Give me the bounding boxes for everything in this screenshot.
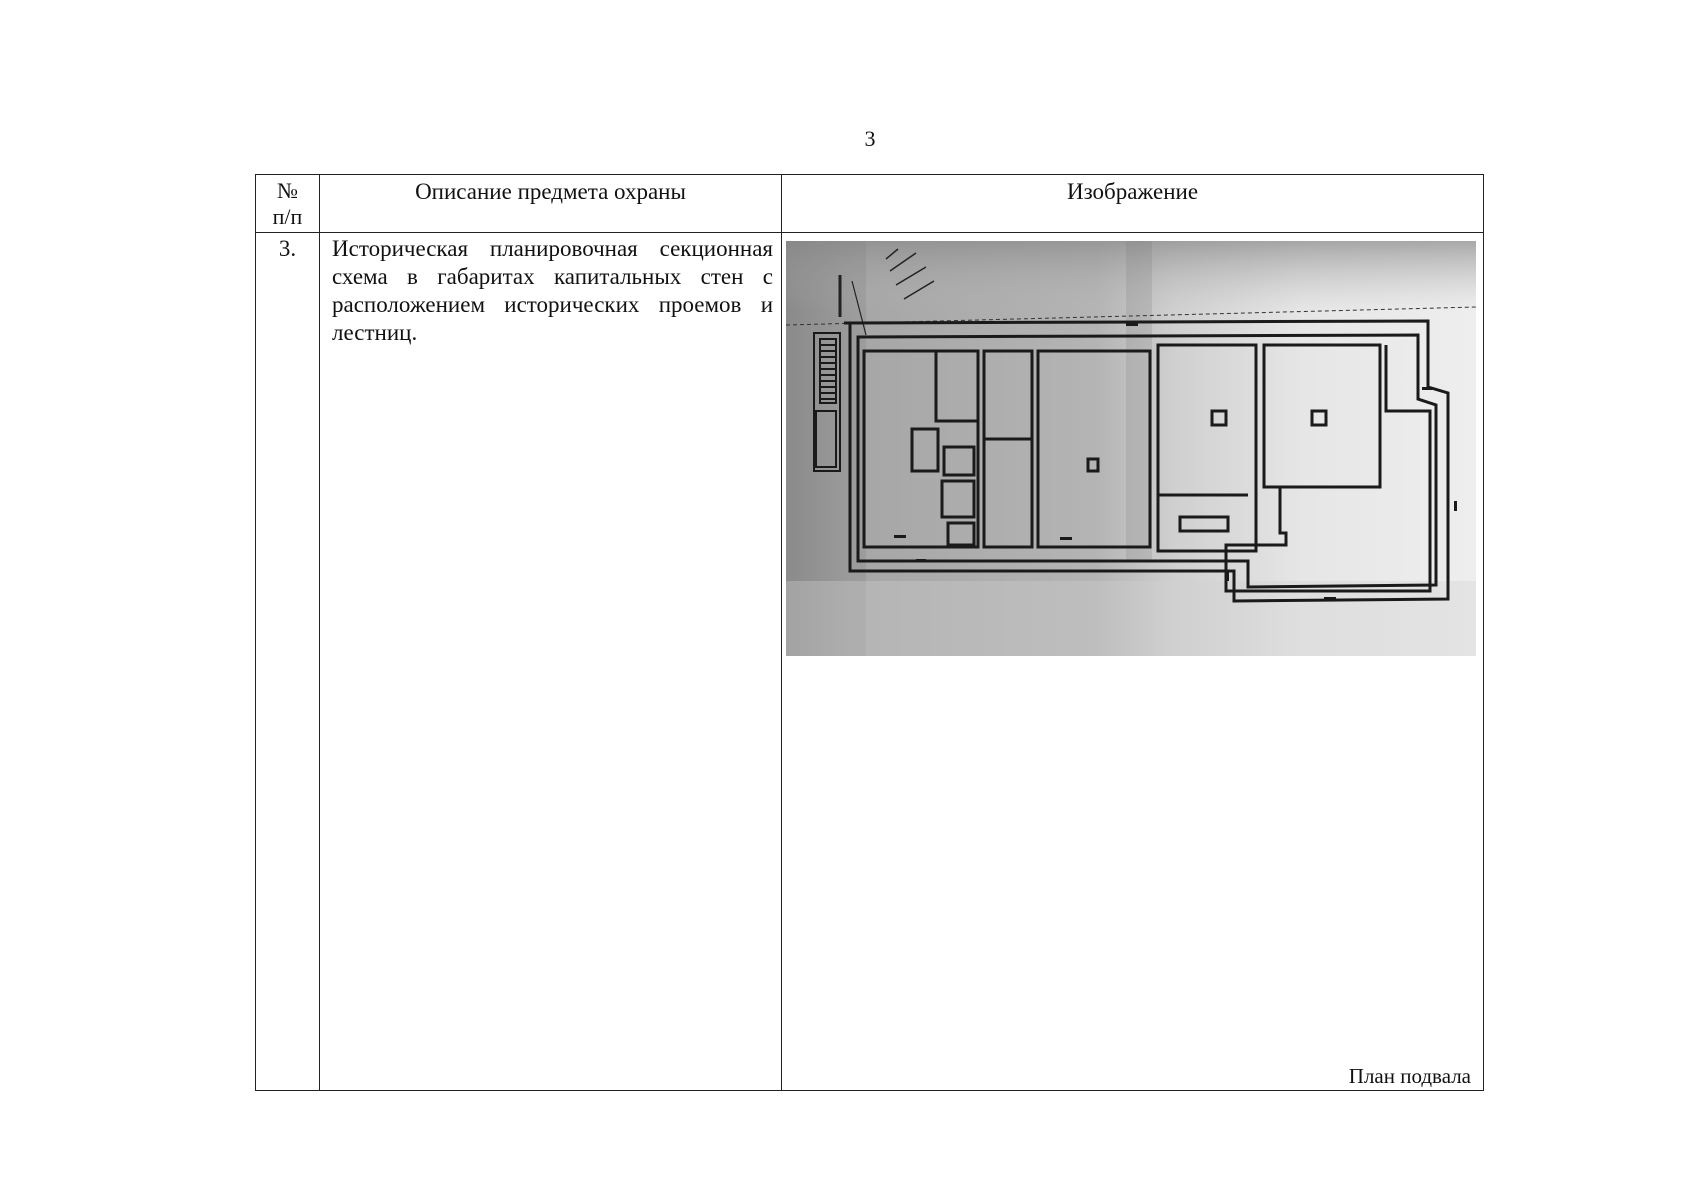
floor-plan-scan	[785, 241, 1477, 656]
plan-caption: План подвала	[1348, 1064, 1471, 1088]
row-number: 3.	[255, 232, 320, 1091]
page-number: 3	[864, 126, 876, 151]
table-header-row: № п/п Описание предмета охраны Изображен…	[255, 174, 1484, 233]
header-number: № п/п	[255, 174, 320, 233]
row-image-cell: План подвала	[781, 232, 1484, 1091]
header-number-symbol: №	[277, 178, 298, 203]
header-image: Изображение	[781, 174, 1484, 233]
header-description: Описание предмета охраны	[319, 174, 782, 233]
protection-subject-table: № п/п Описание предмета охраны Изображен…	[255, 174, 1484, 1091]
basement-plan-drawing	[785, 241, 1477, 656]
header-number-abbrev: п/п	[272, 204, 303, 229]
row-description: Историческая планировочная секционная сх…	[319, 232, 782, 1091]
table-row: 3. Историческая планировочная секционная…	[255, 232, 1484, 1091]
